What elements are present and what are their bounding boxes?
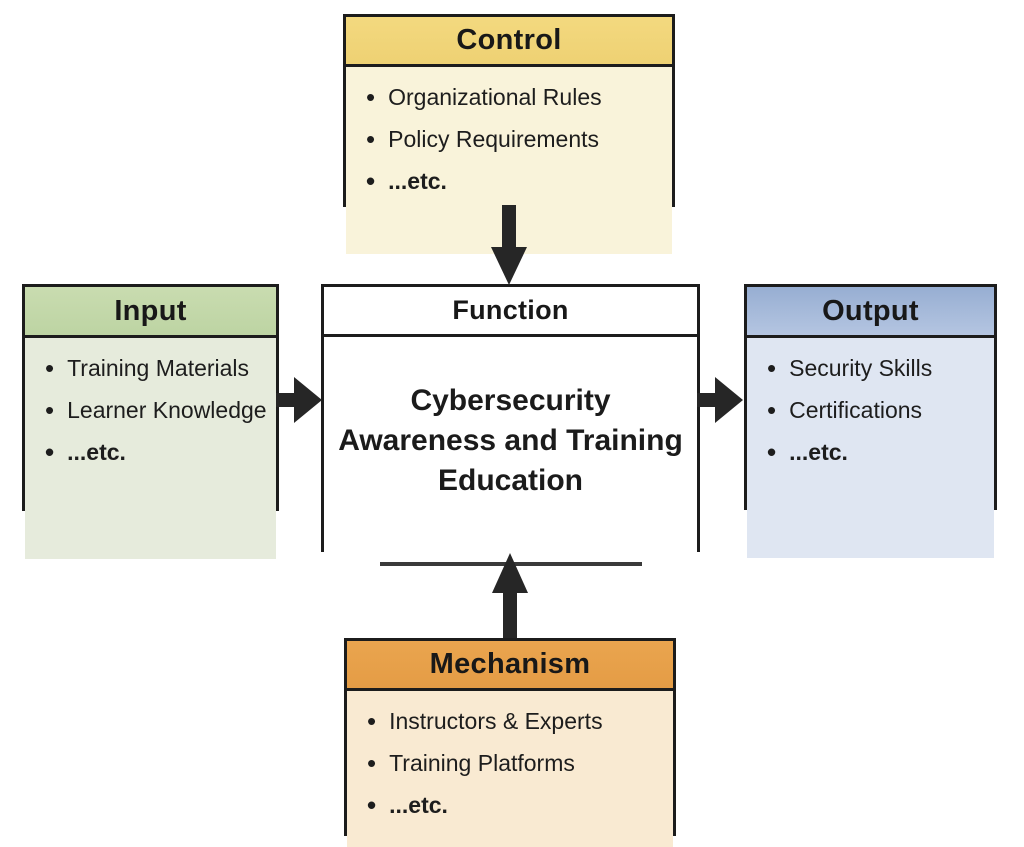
arrow-mechanism-to-function: [492, 553, 528, 638]
list-item-label: ...etc.: [388, 168, 447, 194]
list-item-label: Training Materials: [67, 355, 250, 381]
list-item-label: Learner Knowledge: [67, 397, 267, 423]
function-label: Cybersecurity Awareness and Training Edu…: [324, 337, 697, 501]
bullet-icon: •: [767, 437, 777, 467]
arrow-control-to-function: [491, 205, 527, 285]
list-item: • ...etc.: [767, 438, 986, 466]
arrow-input-to-function: [276, 377, 322, 423]
list-item: • Security Skills: [767, 354, 986, 382]
function-label-line: Education: [437, 464, 583, 497]
list-item-label: ...etc.: [389, 792, 448, 818]
mechanism-box-body: • Instructors & Experts • Training Platf…: [347, 691, 673, 847]
bullet-icon: •: [45, 437, 55, 467]
list-item-label: Security Skills: [789, 355, 933, 381]
output-box-header: Output: [747, 287, 994, 338]
list-item: • ...etc.: [366, 167, 664, 195]
list-item-label: Training Platforms: [389, 750, 575, 776]
list-item: • Training Materials: [45, 354, 268, 382]
list-item-label: ...etc.: [67, 439, 126, 465]
control-item-list: • Organizational Rules • Policy Requirem…: [346, 67, 672, 195]
list-item-label: Policy Requirements: [388, 126, 600, 152]
function-box-header: Function: [324, 287, 697, 337]
output-box-body: • Security Skills • Certifications • ...…: [747, 338, 994, 558]
list-item: • Organizational Rules: [366, 83, 664, 111]
mechanism-box-title: Mechanism: [429, 648, 591, 680]
control-box-header: Control: [346, 17, 672, 67]
arrow-function-to-output: [697, 377, 743, 423]
mechanism-box: Mechanism • Instructors & Experts • Trai…: [344, 638, 676, 847]
list-item: • Instructors & Experts: [367, 707, 665, 735]
function-label-line: Awareness and Training: [338, 424, 683, 457]
input-item-list: • Training Materials • Learner Knowledge…: [25, 338, 276, 466]
function-box: Function Cybersecurity Awareness and Tra…: [321, 284, 700, 599]
output-item-list: • Security Skills • Certifications • ...…: [747, 338, 994, 466]
bullet-icon: •: [367, 706, 377, 736]
input-box: Input • Training Materials • Learner Kno…: [22, 284, 279, 559]
input-box-header: Input: [25, 287, 276, 338]
mechanism-box-header: Mechanism: [347, 641, 673, 691]
control-box: Control • Organizational Rules • Policy …: [343, 14, 675, 254]
mechanism-item-list: • Instructors & Experts • Training Platf…: [347, 691, 673, 819]
list-item-label: Certifications: [789, 397, 923, 423]
function-label-line: Cybersecurity: [410, 384, 611, 417]
function-box-title: Function: [452, 295, 569, 325]
bullet-icon: •: [45, 395, 55, 425]
bullet-icon: •: [767, 353, 777, 383]
bullet-icon: •: [45, 353, 55, 383]
bullet-icon: •: [366, 82, 376, 112]
list-item-label: ...etc.: [789, 439, 848, 465]
list-item-label: Organizational Rules: [388, 84, 602, 110]
input-box-body: • Training Materials • Learner Knowledge…: [25, 338, 276, 559]
output-box-title: Output: [822, 294, 919, 327]
list-item: • Training Platforms: [367, 749, 665, 777]
list-item: • ...etc.: [367, 791, 665, 819]
bullet-icon: •: [366, 166, 376, 196]
control-box-title: Control: [456, 24, 562, 56]
bullet-icon: •: [767, 395, 777, 425]
input-box-title: Input: [114, 294, 187, 327]
list-item: • Policy Requirements: [366, 125, 664, 153]
list-item: • ...etc.: [45, 438, 268, 466]
list-item: • Certifications: [767, 396, 986, 424]
bullet-icon: •: [366, 124, 376, 154]
bullet-icon: •: [367, 748, 377, 778]
list-item: • Learner Knowledge: [45, 396, 268, 424]
bullet-icon: •: [367, 790, 377, 820]
output-box: Output • Security Skills • Certification…: [744, 284, 997, 558]
list-item-label: Instructors & Experts: [389, 708, 603, 734]
